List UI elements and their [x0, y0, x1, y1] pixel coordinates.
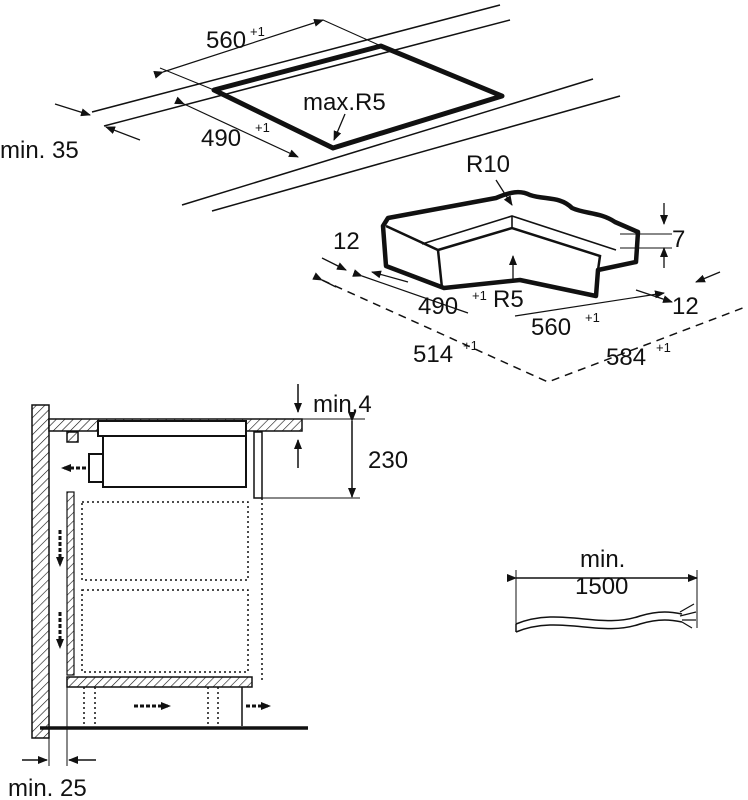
outer-width-label: 584	[606, 344, 646, 371]
inner-width-line	[514, 290, 665, 317]
inner-depth-tolerance: +1	[472, 288, 487, 303]
worktop-edge-back	[91, 4, 501, 113]
corner-radius-label: max.R5	[303, 89, 386, 116]
outer-depth-label: 514	[413, 341, 453, 368]
outer-depth-tolerance: +1	[463, 338, 478, 353]
power-cable	[515, 611, 683, 625]
corner-radius-arrow	[333, 113, 346, 141]
cabinet-bottom	[66, 676, 253, 688]
inner-radius-label: R5	[493, 286, 524, 313]
cabinet-section-view: min.4 230 min. 25	[8, 384, 408, 800]
right-rim-label: 12	[672, 293, 699, 320]
inner-width-tolerance: +1	[585, 310, 600, 325]
right-rim-arrow-b	[635, 289, 673, 303]
depth-dimension-line	[174, 96, 299, 158]
frame-height-label: 7	[672, 226, 685, 253]
worktop-top-view: 560 +1 490 +1 max.R5 min. 35	[0, 4, 621, 212]
worktop-edge-far2	[211, 95, 621, 212]
cable-label-length: 1500	[575, 573, 628, 600]
cabinet-rail-left	[66, 431, 79, 443]
worktop-edge-far	[181, 78, 594, 206]
cabinet-back-panel	[66, 491, 75, 676]
edge-distance-arrow-a	[54, 103, 91, 117]
outer-dim-arrow-left	[312, 272, 337, 288]
airflow-arrows	[56, 464, 271, 710]
depth-label: 490	[201, 125, 241, 152]
depth-tolerance: +1	[255, 120, 270, 135]
frame-view: R10 R5 12 7 12 490 +1 560 +1 514 +1 584	[312, 151, 748, 383]
frame-inner-edge	[436, 249, 444, 289]
right-rim-arrow-a	[695, 271, 721, 283]
left-rim-arrow-b	[371, 270, 409, 283]
edge-distance-label: min. 35	[0, 137, 79, 164]
outer-radius-arrow	[495, 179, 513, 206]
width-extension-left	[159, 67, 215, 91]
hob-body	[102, 435, 247, 488]
cabinet-front-panel	[253, 431, 263, 499]
cable-wire-ends	[679, 603, 697, 629]
cable-view: min. 1500	[507, 546, 698, 633]
inner-depth-line	[352, 269, 469, 314]
frame-inner-step	[385, 224, 602, 271]
drawer-lower	[81, 589, 249, 673]
width-extension-right	[322, 19, 382, 47]
left-rim-label: 12	[333, 228, 360, 255]
width-dimension-line	[153, 18, 324, 79]
hob-fan-outlet	[88, 453, 104, 483]
drawer-upper	[81, 501, 249, 581]
wall-gap-label: min. 25	[8, 775, 87, 800]
width-tolerance: +1	[250, 24, 265, 39]
width-label: 560	[206, 27, 246, 54]
left-rim-arrow-a	[321, 257, 347, 271]
inner-depth-label: 490	[418, 293, 458, 320]
hob-top	[97, 420, 247, 437]
outer-radius-label: R10	[466, 151, 510, 178]
edge-distance-arrow-b	[105, 126, 141, 141]
outer-width-tolerance: +1	[656, 340, 671, 355]
cable-label-min: min.	[580, 546, 625, 573]
depth-230-label: 230	[368, 447, 408, 474]
wall-hatched	[31, 404, 50, 739]
frame-outline	[380, 189, 641, 299]
gap-label: min.4	[313, 391, 372, 418]
inner-width-label: 560	[531, 314, 571, 341]
power-cable-lower	[515, 619, 683, 633]
